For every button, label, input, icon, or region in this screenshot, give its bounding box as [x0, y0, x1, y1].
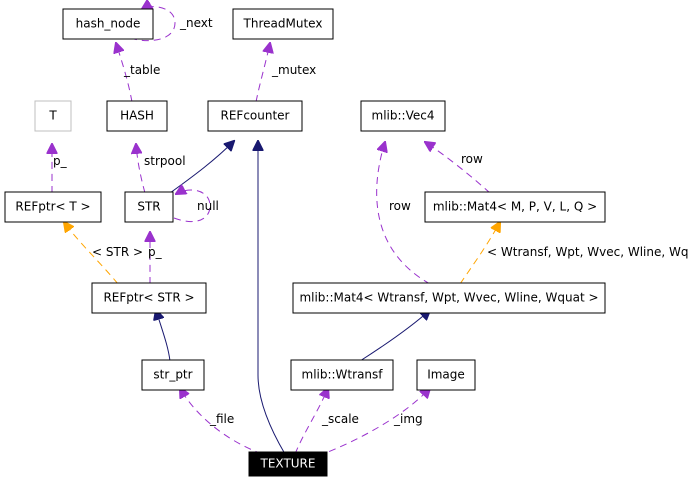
edge-str-to-hash: [136, 144, 146, 194]
edge-refptr-str-template: [64, 222, 119, 285]
edge-label-strpool: strpool: [144, 154, 186, 168]
node-label: REFcounter: [221, 109, 290, 123]
edge-strptr-inherits-refptr-str: [156, 310, 171, 362]
edge-label-row-left: row: [389, 199, 411, 213]
node-mlib-mat4-wtransf[interactable]: mlib::Mat4< Wtransf, Wpt, Wvec, Wline, W…: [292, 282, 606, 314]
node-refptr-str[interactable]: REFptr< STR >: [91, 282, 207, 314]
node-texture[interactable]: TEXTURE: [248, 451, 328, 477]
edge-refcounter-to-threadmutex: [255, 43, 270, 103]
node-refptr-t[interactable]: REFptr< T >: [4, 191, 102, 223]
node-label: Image: [427, 368, 465, 382]
edge-mat4-mpvlq-to-vec4: [425, 142, 491, 194]
node-str-ptr[interactable]: str_ptr: [141, 359, 205, 391]
node-label: ThreadMutex: [243, 17, 323, 31]
node-label: REFptr< T >: [15, 200, 90, 214]
node-label: TEXTURE: [260, 457, 316, 471]
node-mlib-mat4-mpvlq[interactable]: mlib::Mat4< M, P, V, L, Q >: [424, 191, 606, 223]
edge-texture-to-strptr: [180, 388, 263, 455]
edge-label-p-str: p_: [148, 245, 163, 259]
node-hash[interactable]: HASH: [106, 100, 168, 132]
edge-label-row-right: row: [461, 152, 483, 166]
node-image[interactable]: Image: [416, 359, 476, 391]
edge-label-next: _next: [179, 16, 213, 30]
edge-label-table: _table: [123, 63, 160, 77]
edge-mat4-wtransf-template: [459, 222, 500, 285]
node-threadmutex[interactable]: ThreadMutex: [232, 8, 334, 40]
edge-label-scale: _scale: [321, 412, 359, 426]
node-hash-node[interactable]: hash_node: [62, 8, 154, 40]
node-label: mlib::Mat4< Wtransf, Wpt, Wvec, Wline, W…: [299, 291, 598, 305]
node-mlib-wtransf[interactable]: mlib::Wtransf: [290, 359, 394, 391]
edge-label-null: null: [197, 199, 219, 213]
edges: [52, 7, 500, 457]
node-label: HASH: [120, 109, 154, 123]
node-mlib-vec4[interactable]: mlib::Vec4: [360, 100, 446, 132]
node-label: T: [48, 109, 57, 123]
node-label: mlib::Mat4< M, P, V, L, Q >: [433, 200, 597, 214]
edge-label-mutex: _mutex: [271, 63, 316, 77]
edge-texture-to-image: [317, 388, 430, 457]
edge-label-p-t: p_: [53, 154, 68, 168]
edge-hash-to-hash-node: [116, 43, 133, 103]
edge-hash-node-next: [129, 7, 176, 42]
node-label: STR: [137, 200, 160, 214]
edge-texture-to-wtransf: [294, 388, 328, 455]
node-str[interactable]: STR: [124, 191, 174, 223]
node-label: hash_node: [76, 17, 141, 31]
node-label: mlib::Wtransf: [302, 368, 384, 382]
edge-labels: _next _table _mutex p_ strpool null row …: [53, 16, 689, 426]
edge-label-file: _file: [209, 412, 234, 426]
edge-label-tmpl-wtransf: < Wtransf, Wpt, Wvec, Wline, Wquat >: [487, 245, 689, 259]
edge-label-tmpl-str: < STR >: [92, 245, 143, 259]
edge-texture-inherits-refcounter: [258, 141, 286, 455]
edge-mat4-wtransf-to-vec4: [376, 142, 431, 285]
edge-wtransf-inherits-mat4: [359, 310, 430, 362]
node-label: str_ptr: [153, 368, 192, 382]
node-label: REFptr< STR >: [103, 291, 194, 305]
node-t[interactable]: T: [34, 100, 72, 132]
edge-label-img: _img: [393, 412, 423, 426]
node-refcounter[interactable]: REFcounter: [207, 100, 303, 132]
nodes: hash_node ThreadMutex T HASH REFcounter …: [4, 8, 606, 477]
edge-str-null: [173, 190, 211, 222]
node-label: mlib::Vec4: [372, 109, 435, 123]
